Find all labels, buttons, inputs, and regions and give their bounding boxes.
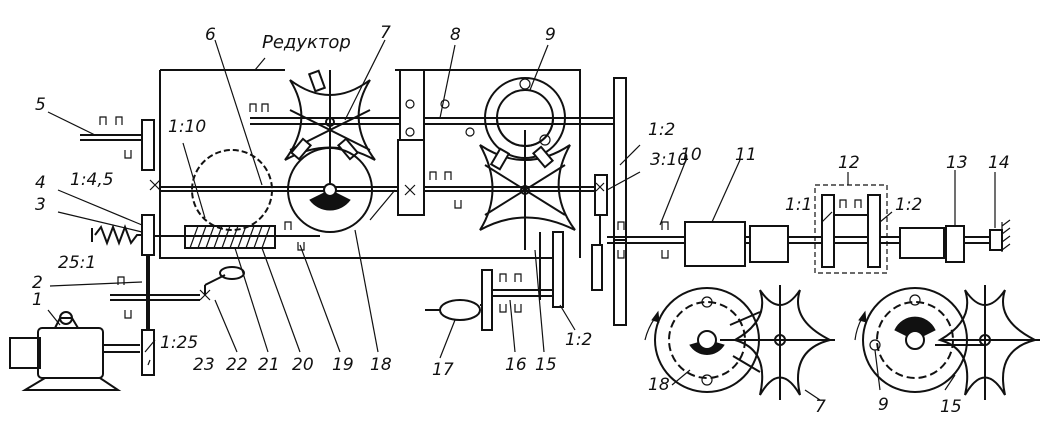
callout-8: 8 [450,25,461,45]
coupling-12 [814,184,888,274]
callout-16: 16 [505,355,527,375]
callout-10: 10 [680,145,702,165]
leader-lines [47,39,996,401]
detail-label-9: 9 [878,395,889,415]
ratio-1-4-5: 1:4,5 [70,170,114,190]
worm-gear-assembly [154,149,420,251]
callout-15: 15 [535,355,557,375]
detail-label-15: 15 [940,397,962,417]
reducer-housing [159,57,581,259]
output-shaft [607,184,1011,274]
detail-label-18: 18 [648,375,670,395]
callout-13: 13 [946,153,968,173]
callout-12: 12 [838,153,860,173]
ratio-1-10: 1:10 [168,117,206,137]
callout-7: 7 [380,23,391,43]
hand-crank [199,266,245,301]
right-vertical-gears [591,77,627,326]
callout-9: 9 [545,25,556,45]
driving-disk-18 [287,147,373,233]
ratio-1-2-top: 1:2 [648,120,675,140]
callout-4: 4 [35,173,46,193]
callout-18: 18 [370,355,392,375]
detail-label-7: 7 [815,397,826,417]
ratio-25-1: 25:1 [58,253,96,273]
ratio-1-2-bottom: 1:2 [565,330,592,350]
lower-gear-train [425,231,564,331]
callout-5: 5 [35,95,46,115]
upper-shaft [249,69,620,141]
labels: Редуктор 1:10 1:4,5 25:1 1:25 1:2 3:10 1… [32,23,1010,417]
callout-21: 21 [258,355,280,375]
ratio-1-1: 1:1 [785,195,812,215]
reducer-title: Редуктор [262,32,351,53]
detail-cross-7 [730,285,835,400]
callout-6: 6 [205,25,216,45]
callout-20: 20 [292,355,314,375]
callout-23: 23 [193,355,215,375]
ratio-1-2-right: 1:2 [895,195,922,215]
callout-1: 1 [32,290,43,310]
callout-3: 3 [35,195,46,215]
electric-motor [9,311,140,391]
callout-14: 14 [988,153,1010,173]
callout-19: 19 [332,355,354,375]
ratio-1-25: 1:25 [160,333,198,353]
detail-cross-15 [937,285,1040,400]
callout-2: 2 [32,273,43,293]
callout-17: 17 [432,360,454,380]
middle-shaft [369,139,600,221]
callout-11: 11 [735,145,757,165]
callout-22: 22 [226,355,248,375]
ratio-3-10: 3:10 [650,150,688,170]
